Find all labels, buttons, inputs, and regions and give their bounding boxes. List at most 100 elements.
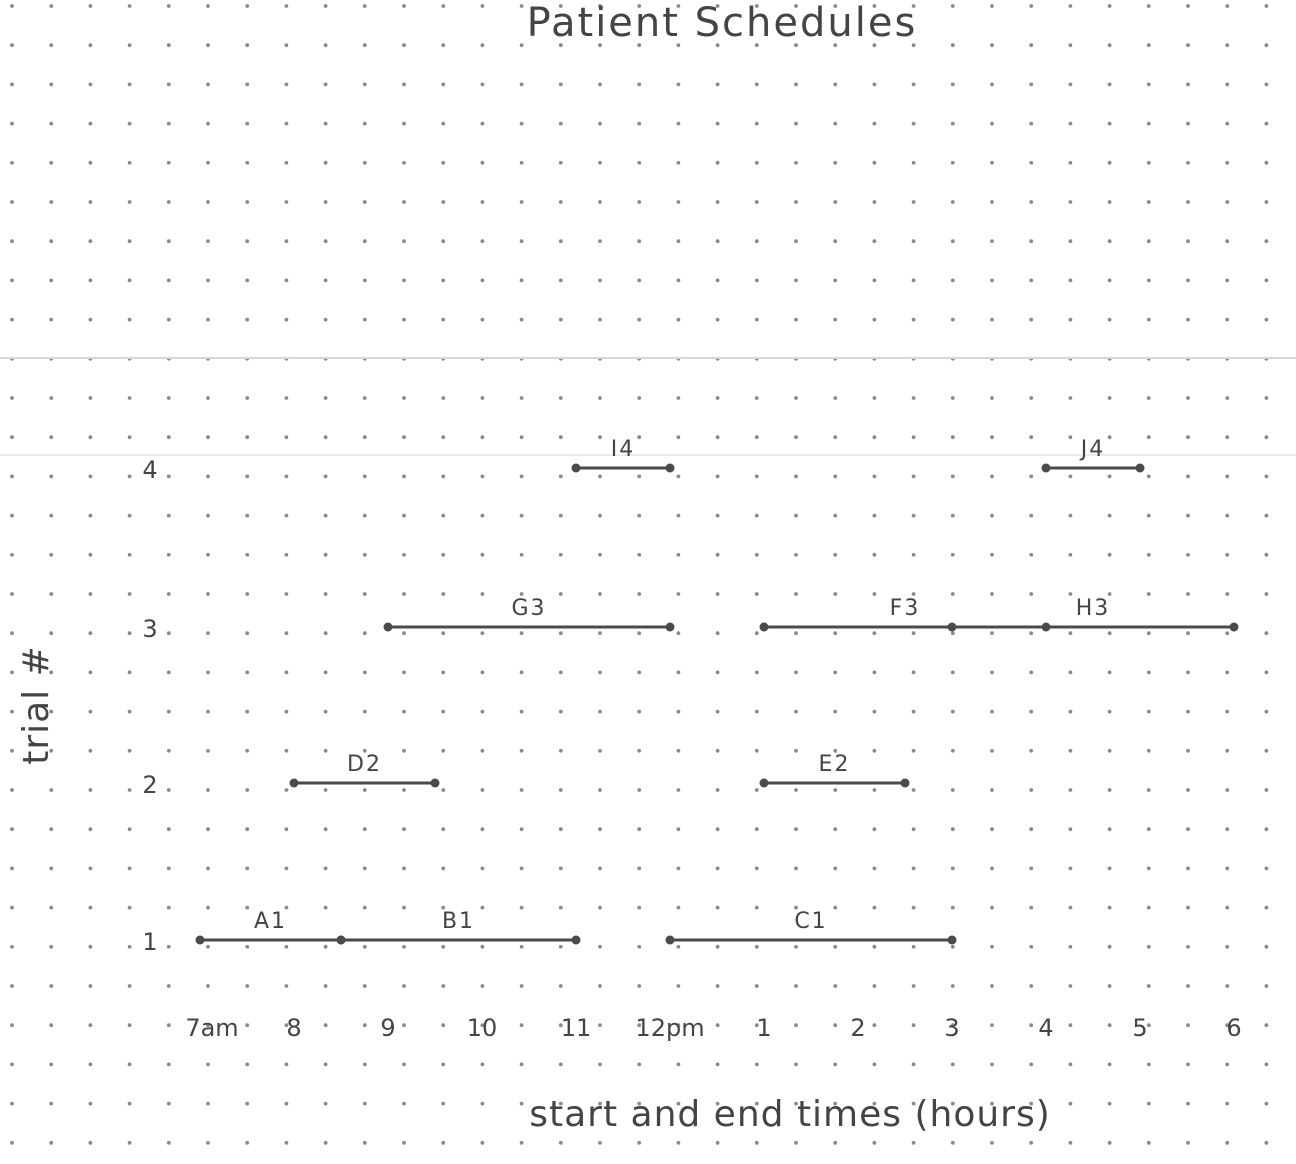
grid-dot: [284, 984, 289, 988]
grid-dot: [833, 200, 838, 204]
grid-dot: [480, 435, 485, 440]
grid-dot: [911, 121, 916, 126]
grid-dot: [754, 82, 759, 87]
grid-dot: [558, 1101, 563, 1106]
grid-dot: [833, 278, 838, 283]
grid-dot: [519, 160, 524, 165]
grid-dot: [323, 1023, 328, 1028]
grid-dot: [245, 82, 250, 87]
grid-dot: [1225, 396, 1230, 400]
grid-dot: [598, 670, 602, 675]
grid-dot: [323, 278, 328, 283]
grid-dot: [1186, 1101, 1190, 1106]
grid-dot: [166, 435, 171, 440]
grid-dot: [206, 474, 210, 479]
grid-dot: [833, 317, 838, 322]
grid-dot: [323, 748, 328, 753]
grid-dot: [1146, 905, 1151, 910]
grid-dot: [519, 200, 524, 204]
grid-dot: [950, 1140, 955, 1145]
grid-dot: [872, 827, 877, 832]
grid-dot: [950, 748, 955, 753]
grid-dot: [284, 278, 289, 283]
grid-dot: [950, 474, 955, 479]
grid-dot: [1225, 866, 1230, 871]
grid-dot: [833, 944, 838, 949]
grid-dot: [127, 748, 132, 753]
grid-dot: [676, 1101, 681, 1106]
grid-dot: [1107, 788, 1112, 792]
grid-dot: [402, 866, 406, 871]
grid-dot: [676, 1062, 681, 1067]
grid-dot: [911, 200, 916, 204]
grid-dot: [245, 4, 250, 8]
grid-dot: [206, 121, 210, 126]
grid-dot: [49, 788, 54, 792]
segment-label: H3: [1076, 596, 1111, 621]
grid-dot: [1029, 709, 1034, 714]
grid-dot: [1186, 1023, 1190, 1028]
grid-dot: [519, 43, 524, 48]
grid-dot: [676, 396, 681, 400]
grid-dot: [1146, 1023, 1151, 1028]
grid-dot: [794, 200, 798, 204]
grid-dot: [598, 748, 602, 753]
grid-dot: [519, 278, 524, 283]
grid-dot: [676, 670, 681, 675]
grid-dot: [676, 200, 681, 204]
grid-dot: [1225, 709, 1230, 714]
grid-dot: [558, 513, 563, 518]
grid-dot: [637, 513, 642, 518]
grid-dot: [950, 43, 955, 48]
grid-dot: [558, 474, 563, 479]
grid-dot: [637, 866, 642, 871]
grid-dot: [598, 984, 602, 988]
grid-dot: [88, 944, 93, 949]
grid-dot: [833, 82, 838, 87]
grid-dot: [519, 317, 524, 322]
grid-dot: [1107, 160, 1112, 165]
grid-dot: [872, 121, 877, 126]
grid-dot: [441, 317, 446, 322]
grid-dot: [1225, 317, 1230, 322]
grid-dot: [872, 82, 877, 87]
grid-dot: [637, 592, 642, 596]
grid-dot: [598, 82, 602, 87]
grid-dot: [362, 1062, 367, 1067]
grid-dot: [872, 788, 877, 792]
grid-dot: [1146, 396, 1151, 400]
grid-dot: [1225, 592, 1230, 596]
grid-dot: [754, 317, 759, 322]
grid-dot: [715, 827, 720, 832]
grid-dot: [284, 944, 289, 949]
grid-dot: [1068, 1062, 1073, 1067]
grid-dot: [833, 1140, 838, 1145]
grid-dot: [10, 1062, 14, 1067]
grid-dot: [754, 748, 759, 753]
grid-dot: [950, 670, 955, 675]
grid-dot: [519, 4, 524, 8]
grid-dot: [754, 631, 759, 636]
grid-dot: [245, 944, 250, 949]
grid-dot: [1186, 4, 1190, 8]
grid-dot: [206, 1101, 210, 1106]
grid-dot: [1068, 1140, 1073, 1145]
grid-dot: [166, 905, 171, 910]
grid-dot: [402, 905, 406, 910]
grid-dot: [1264, 474, 1269, 479]
grid-dot: [127, 905, 132, 910]
grid-dot: [441, 1140, 446, 1145]
grid-dot: [1146, 670, 1151, 675]
grid-dot: [402, 239, 406, 244]
grid-dot: [88, 631, 93, 636]
grid-dot: [990, 788, 994, 792]
grid-dot: [362, 709, 367, 714]
grid-dot: [676, 866, 681, 871]
grid-dot: [911, 1140, 916, 1145]
grid-dot: [519, 827, 524, 832]
grid-dot: [88, 4, 93, 8]
grid-dot: [1225, 43, 1230, 48]
grid-dot: [911, 592, 916, 596]
grid-dot: [1146, 160, 1151, 165]
grid-dot: [10, 670, 14, 675]
